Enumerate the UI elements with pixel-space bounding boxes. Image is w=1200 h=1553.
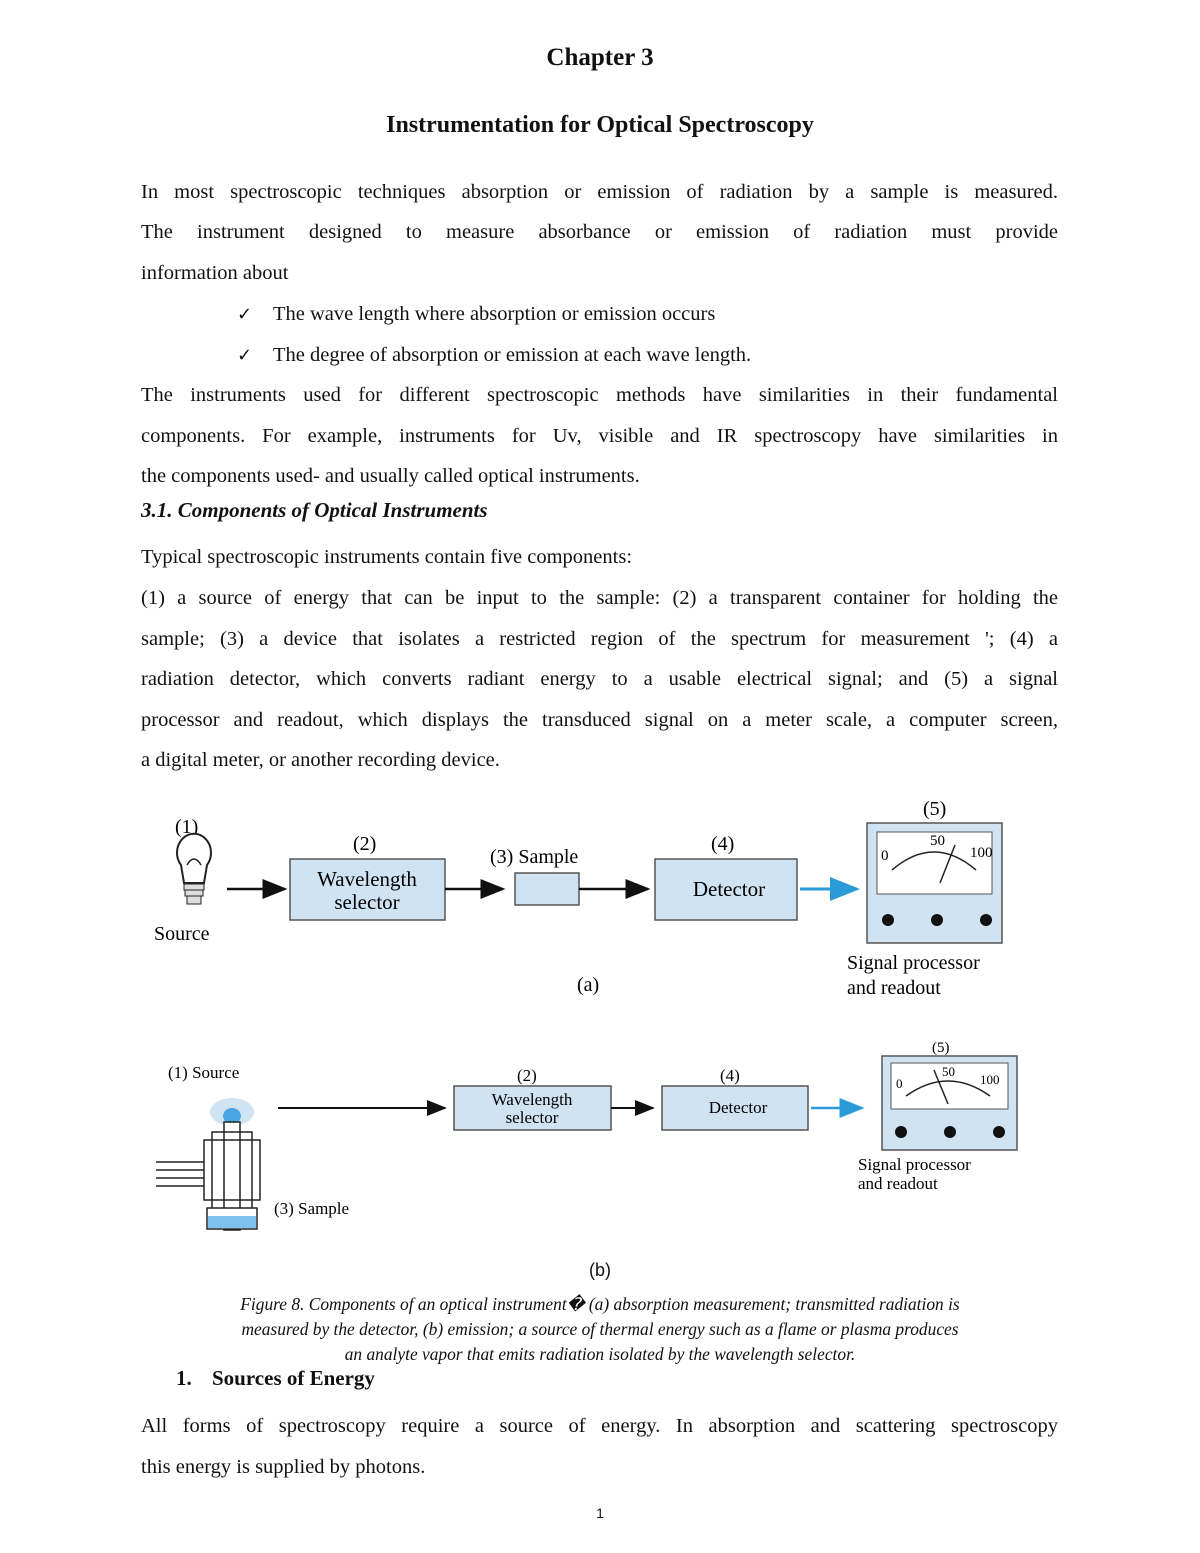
list-item: ✓ The wave length where absorption or em… — [237, 294, 751, 335]
bullet-text: The wave length where absorption or emis… — [273, 303, 716, 325]
meter-fifty: 50 — [942, 1064, 955, 1079]
detector-box — [654, 858, 798, 921]
closing-line-2: this energy is supplied by photons. — [141, 1456, 426, 1478]
caption-line-1: Figure 8. Components of an optical instr… — [240, 1294, 960, 1314]
page-number: 1 — [596, 1505, 604, 1521]
source-label: Source — [154, 923, 210, 945]
processor-line-1: Signal processor — [858, 1155, 971, 1174]
paragraph2-line-1: The instruments used for different spect… — [141, 384, 1058, 406]
meter-icon: 0 50 100 — [881, 1055, 1018, 1151]
selector-line-2: selector — [506, 1108, 559, 1127]
label-1: (1) — [175, 816, 198, 838]
intro-line-1: In most spectroscopic techniques absorpt… — [141, 181, 1058, 203]
figure-a-diagram: (1) Source (2) Wavelength selector (3) S… — [154, 798, 1003, 999]
caption-line-3: an analyte vapor that emits radiation is… — [344, 1344, 856, 1364]
meter-icon: 0 50 100 — [866, 822, 1003, 944]
caption-line-2: measured by the detector, (b) emission; … — [241, 1319, 959, 1339]
wavelength-selector-box — [289, 858, 446, 921]
numbered-heading: 1. Sources of Energy — [176, 1366, 375, 1391]
figure-caption: Figure 8. Components of an optical instr… — [148, 1292, 1052, 1367]
label-2: (2) — [353, 833, 376, 855]
heading-text: Sources of Energy — [212, 1366, 375, 1390]
components-line-4: processor and readout, which displays th… — [141, 709, 1058, 731]
label-4: (4) — [720, 1066, 740, 1085]
components-line-3: radiation detector, which converts radia… — [141, 668, 1058, 690]
panel-label-b: (b) — [589, 1260, 611, 1280]
label-5: (5) — [932, 1040, 950, 1056]
list-item: ✓ The degree of absorption or emission a… — [237, 335, 751, 376]
selector-line-1: Wavelength — [317, 867, 417, 891]
chapter-heading: Chapter 3 — [546, 44, 654, 71]
lightbulb-icon — [176, 832, 212, 905]
sample-label: (3) Sample — [490, 846, 578, 868]
selector-line-2: selector — [334, 890, 399, 914]
intro-line-2: The instrument designed to measure absor… — [141, 221, 1058, 243]
bullet-list: ✓ The wave length where absorption or em… — [237, 294, 751, 376]
label-2: (2) — [517, 1066, 537, 1085]
components-line-5: a digital meter, or another recording de… — [141, 749, 500, 771]
meter-hundred: 100 — [980, 1072, 1000, 1087]
label-4: (4) — [711, 833, 734, 855]
meter-fifty: 50 — [930, 833, 945, 849]
paragraph2-line-3: the components used- and usually called … — [141, 465, 640, 487]
processor-line-1: Signal processor — [847, 952, 980, 974]
section-intro: Typical spectroscopic instruments contai… — [141, 546, 633, 568]
components-line-2: sample; (3) a device that isolates a res… — [141, 628, 1058, 650]
label-5: (5) — [923, 798, 946, 820]
heading-number: 1. — [176, 1366, 192, 1390]
detector-label: Detector — [709, 1098, 768, 1117]
checkmark-icon: ✓ — [237, 304, 253, 325]
closing-line-1: All forms of spectroscopy require a sour… — [141, 1415, 1058, 1437]
bullet-text: The degree of absorption or emission at … — [273, 344, 752, 366]
section-heading: 3.1. Components of Optical Instruments — [141, 498, 488, 522]
sample-label: (3) Sample — [274, 1199, 349, 1218]
meter-zero: 0 — [896, 1076, 903, 1091]
wavelength-selector-box — [453, 1085, 612, 1131]
meter-zero: 0 — [881, 848, 889, 864]
figure-b-diagram: (1) Source (3) Sample (2) Wavelength sel… — [156, 1040, 1018, 1231]
selector-line-1: Wavelength — [492, 1090, 573, 1109]
processor-line-2: and readout — [858, 1174, 938, 1193]
source-label: (1) Source — [168, 1063, 239, 1082]
sample-box — [514, 872, 580, 906]
checkmark-icon: ✓ — [237, 345, 253, 366]
processor-line-2: and readout — [847, 977, 941, 999]
intro-line-3: information about — [141, 262, 289, 284]
meter-hundred: 100 — [970, 845, 993, 861]
chapter-title: Instrumentation for Optical Spectroscopy — [386, 112, 814, 138]
paragraph2-line-2: components. For example, instruments for… — [141, 425, 1058, 447]
detector-label: Detector — [693, 877, 765, 901]
panel-label-a: (a) — [577, 974, 599, 996]
components-line-1: (1) a source of energy that can be input… — [141, 587, 1058, 609]
burner-icon — [156, 1098, 261, 1231]
detector-box — [661, 1085, 809, 1131]
